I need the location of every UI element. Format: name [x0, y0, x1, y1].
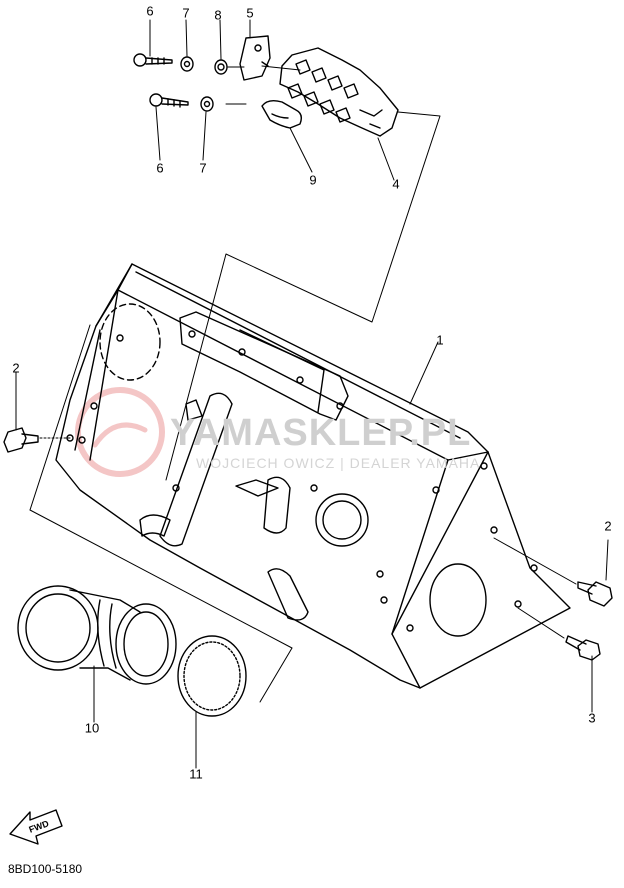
nut-part-7-upper	[180, 56, 194, 72]
callout-6-upper: 6	[146, 3, 154, 19]
band-part-11	[177, 635, 247, 717]
duct-joint-part-10	[17, 585, 177, 685]
callout-5: 5	[246, 5, 254, 21]
screw-part-6-upper	[133, 53, 173, 67]
screw-part-6-lower	[149, 93, 189, 108]
bracket-part-5	[239, 35, 271, 81]
assembly-guide-lines	[29, 65, 441, 703]
bolt-part-2-left	[3, 427, 71, 453]
callout-4: 4	[392, 176, 400, 192]
callout-2-left: 2	[12, 360, 20, 376]
callout-11: 11	[189, 766, 203, 782]
callout-2-right: 2	[604, 518, 612, 534]
callout-10: 10	[84, 720, 100, 736]
clamp-part-9	[261, 99, 303, 129]
fwd-arrow-icon	[9, 809, 63, 845]
callout-7-upper: 7	[182, 5, 190, 21]
callout-9: 9	[309, 172, 317, 188]
callout-1: 1	[436, 332, 444, 348]
fuse-holder-part-4	[279, 47, 399, 137]
bolt-part-2-right	[493, 537, 613, 607]
leader-lines	[15, 19, 609, 769]
bolt-part-3	[517, 607, 601, 661]
main-panel-part-1	[55, 263, 571, 689]
callout-6-lower: 6	[156, 160, 164, 176]
watermark-logo	[75, 387, 165, 477]
part-code: 8BD100-5180	[8, 862, 83, 876]
callout-8: 8	[214, 7, 222, 23]
washer-part-8	[214, 59, 228, 75]
callout-3: 3	[588, 710, 596, 726]
callout-7-lower: 7	[199, 160, 207, 176]
nut-part-7-lower	[200, 96, 214, 112]
